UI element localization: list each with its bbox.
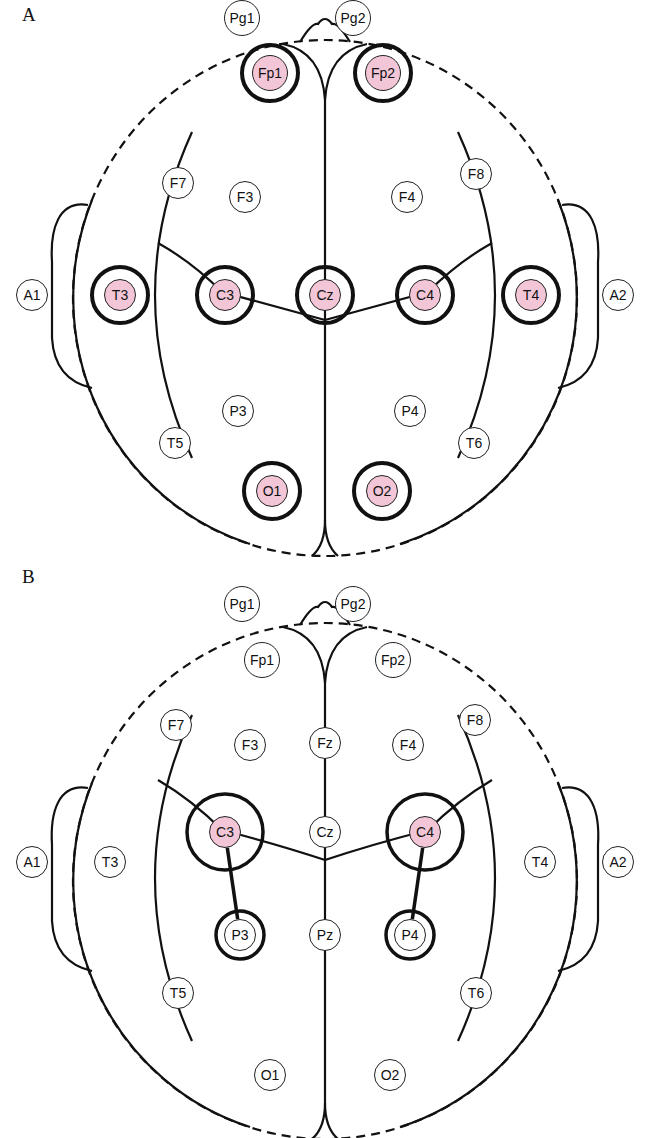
electrode-circle: T5 <box>159 427 191 459</box>
electrode-label: C3 <box>216 288 234 302</box>
electrode-circle: A1 <box>16 846 48 878</box>
electrode-circle: F3 <box>229 181 261 213</box>
electrode-circle: Cz <box>309 816 341 848</box>
electrode-circle: Pg2 <box>335 586 371 622</box>
electrode-circle: T5 <box>162 977 194 1009</box>
electrode-circle: T4 <box>515 279 547 311</box>
electrode-label: O2 <box>373 484 392 498</box>
electrode-circle: P4 <box>394 919 426 951</box>
electrode-label: F4 <box>400 738 416 752</box>
electrode-label: T4 <box>523 288 539 302</box>
electrode-label: F3 <box>242 738 258 752</box>
electrode-circle: F8 <box>460 158 492 190</box>
electrode-circle: A1 <box>16 279 48 311</box>
electrode-circle: T3 <box>94 846 126 878</box>
electrode-circle: O2 <box>366 475 398 507</box>
electrode-label: P3 <box>231 928 248 942</box>
electrode-circle: Fp2 <box>375 642 411 678</box>
electrode-label: P3 <box>229 404 246 418</box>
electrode-circle: O1 <box>256 475 288 507</box>
electrode-label: T4 <box>532 855 548 869</box>
electrode-label: Fp2 <box>371 66 395 80</box>
electrode-label: Cz <box>316 825 333 839</box>
electrode-label: Pg1 <box>230 597 255 611</box>
electrode-circle: C4 <box>409 816 441 848</box>
electrode-circle: Pg1 <box>224 0 260 36</box>
electrode-label: Pg1 <box>230 11 255 25</box>
electrode-circle: F4 <box>391 181 423 213</box>
electrode-label: Fp2 <box>381 653 405 667</box>
electrode-label: A1 <box>23 288 40 302</box>
electrode-label: F7 <box>168 718 184 732</box>
electrode-label: Pg2 <box>341 597 366 611</box>
electrode-label: A2 <box>609 288 626 302</box>
electrode-circle: P3 <box>222 395 254 427</box>
electrode-circle: O1 <box>254 1059 286 1091</box>
panel-label: A <box>22 4 36 26</box>
electrode-label: C4 <box>416 288 434 302</box>
electrode-circle: Fp1 <box>244 642 280 678</box>
electrode-label: P4 <box>401 928 418 942</box>
panel-label: B <box>22 566 35 588</box>
electrode-circle: Pz <box>309 919 341 951</box>
derivation-line <box>227 848 237 919</box>
electrode-circle: Fp2 <box>365 55 401 91</box>
electrode-circle: F7 <box>162 167 194 199</box>
electrode-label: O1 <box>261 1068 280 1082</box>
electrode-label: F8 <box>467 713 483 727</box>
electrode-circle: Fp1 <box>252 55 288 91</box>
electrode-label: T5 <box>170 986 186 1000</box>
electrode-circle: O2 <box>374 1059 406 1091</box>
electrode-label: T6 <box>468 986 484 1000</box>
electrode-label: Fp1 <box>250 653 274 667</box>
electrode-circle: T6 <box>460 977 492 1009</box>
electrode-circle: F7 <box>160 709 192 741</box>
electrode-circle: C3 <box>209 279 241 311</box>
electrode-label: Pg2 <box>341 11 366 25</box>
electrode-circle: T3 <box>104 279 136 311</box>
electrode-label: P4 <box>401 404 418 418</box>
electrode-circle: F8 <box>459 704 491 736</box>
electrode-label: T6 <box>466 436 482 450</box>
electrode-circle: T4 <box>524 846 556 878</box>
electrode-label: T3 <box>102 855 118 869</box>
electrode-label: F4 <box>399 190 415 204</box>
electrode-circle: Fz <box>309 727 341 759</box>
derivation-line <box>412 848 422 919</box>
electrode-circle: Cz <box>309 279 341 311</box>
electrode-circle: P3 <box>224 919 256 951</box>
electrode-label: T5 <box>167 436 183 450</box>
electrode-circle: Pg2 <box>335 0 371 36</box>
electrode-circle: A2 <box>602 279 634 311</box>
electrode-label: O1 <box>263 484 282 498</box>
electrode-label: Pz <box>317 928 333 942</box>
electrode-circle: Pg1 <box>224 586 260 622</box>
electrode-label: F7 <box>170 176 186 190</box>
electrode-circle: F3 <box>234 729 266 761</box>
electrode-label: Fz <box>317 736 333 750</box>
electrode-label: O2 <box>381 1068 400 1082</box>
electrode-circle: P4 <box>394 395 426 427</box>
electrode-label: T3 <box>112 288 128 302</box>
electrode-circle: T6 <box>458 427 490 459</box>
electrode-label: C4 <box>416 825 434 839</box>
electrode-label: F8 <box>468 167 484 181</box>
electrode-label: Cz <box>316 288 333 302</box>
electrode-label: F3 <box>237 190 253 204</box>
electrode-circle: C4 <box>409 279 441 311</box>
electrode-circle: F4 <box>392 729 424 761</box>
electrode-label: C3 <box>216 825 234 839</box>
electrode-label: A1 <box>23 855 40 869</box>
electrode-circle: A2 <box>602 846 634 878</box>
electrode-label: A2 <box>609 855 626 869</box>
electrode-circle: C3 <box>209 816 241 848</box>
electrode-label: Fp1 <box>258 66 282 80</box>
